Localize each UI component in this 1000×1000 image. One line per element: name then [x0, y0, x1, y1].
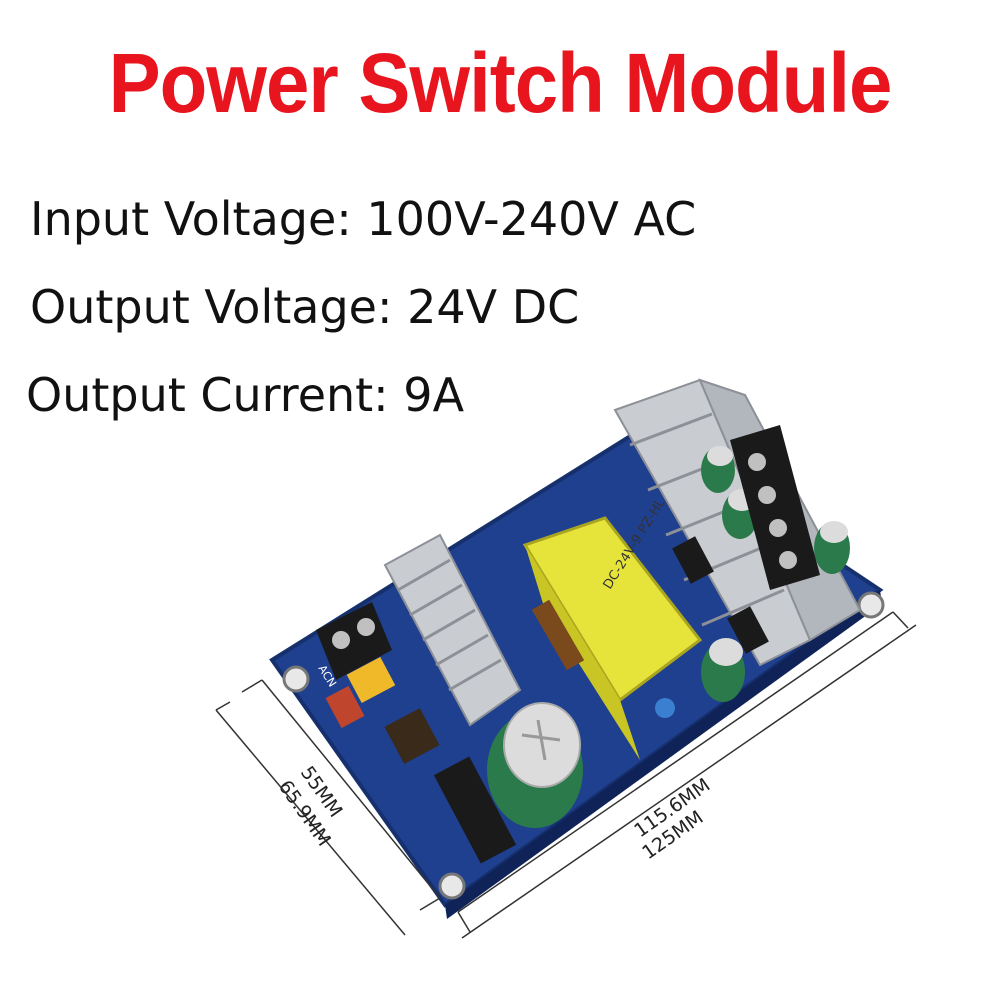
input-voltage-spec: Input Voltage: 100V-240V AC	[30, 192, 697, 246]
dimension-length	[457, 611, 917, 939]
mosfet	[672, 536, 714, 584]
output-voltage-spec: Output Voltage: 24V DC	[30, 280, 580, 334]
capacitor-large	[487, 702, 583, 828]
fuse-red	[325, 685, 365, 729]
bridge-rectifier	[433, 756, 517, 864]
output-terminal-block	[730, 425, 820, 590]
heatsink-left	[383, 533, 522, 727]
fuse-yellow	[346, 656, 396, 704]
dimension-width	[215, 679, 441, 936]
mosfet	[727, 606, 769, 654]
output-current-spec: Output Current: 9A	[26, 368, 465, 422]
page-title: Power Switch Module	[108, 35, 893, 131]
mounting-hole	[438, 872, 466, 900]
mounting-hole	[857, 591, 885, 619]
pcb-board-edge	[445, 590, 882, 919]
y-capacitor	[655, 698, 675, 718]
inductor	[384, 708, 440, 764]
mounting-hole	[282, 665, 310, 693]
